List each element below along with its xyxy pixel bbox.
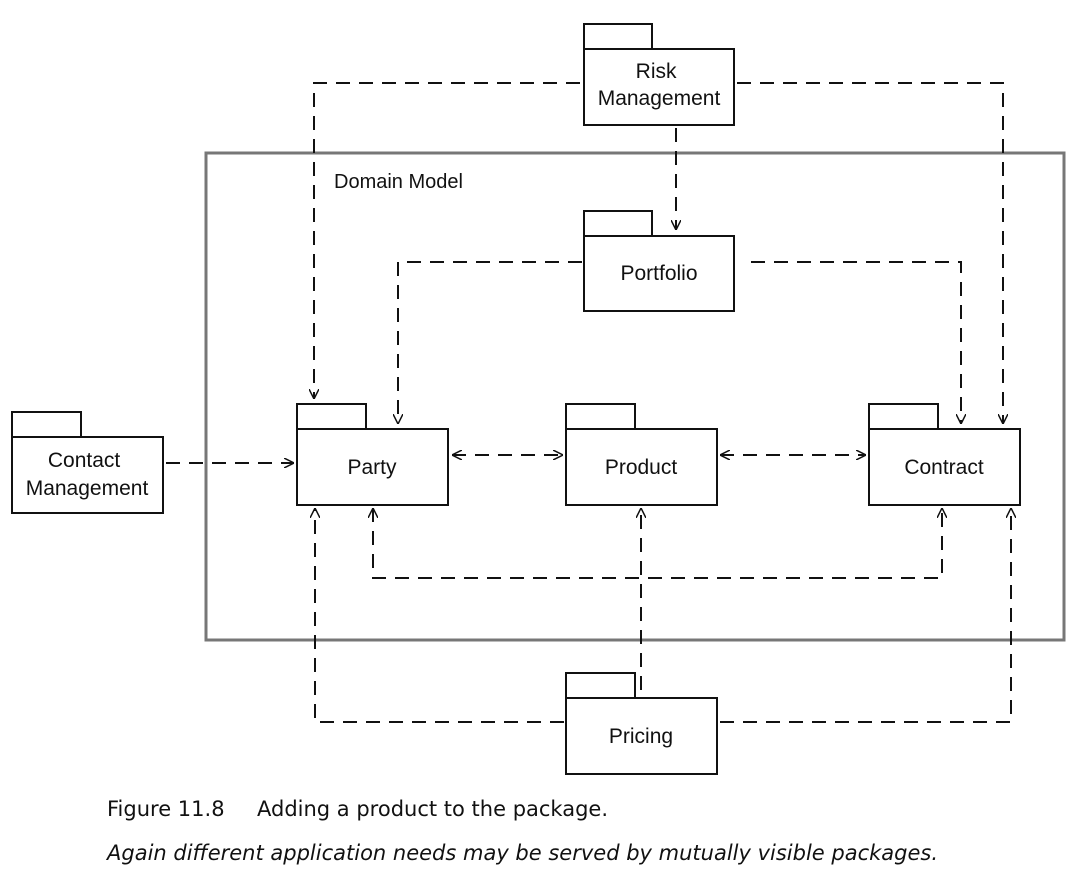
figure-subtitle: Again different application needs may be… — [107, 841, 939, 865]
package-body — [11, 436, 164, 514]
package-body — [296, 428, 449, 506]
dependency-pricing-to-contract — [720, 508, 1011, 723]
figure-number: Figure 11.8 — [107, 797, 225, 821]
package-portfolio[interactable]: Portfolio — [583, 210, 735, 312]
package-contract-label: Contract — [904, 456, 984, 479]
package-product[interactable]: Product — [565, 403, 718, 506]
package-tab — [868, 403, 939, 430]
package-risk-management[interactable]: Risk Management — [583, 23, 735, 126]
dependency-party-contract — [373, 508, 942, 579]
svg-text:Contact Management: Contact Management — [26, 449, 149, 500]
package-pricing[interactable]: Pricing — [565, 672, 718, 775]
package-body — [583, 48, 735, 126]
package-party[interactable]: Party — [296, 403, 449, 506]
dependency-pricing-to-party — [315, 508, 564, 723]
package-contract[interactable]: Contract — [868, 403, 1021, 506]
package-body — [583, 235, 735, 312]
package-tab — [565, 403, 636, 430]
figure-title: Adding a product to the package. — [257, 797, 609, 821]
package-product-label: Product — [605, 456, 678, 479]
domain-model-label: Domain Model — [334, 171, 463, 193]
package-party-label: Party — [347, 456, 397, 479]
domain-model-frame — [204, 151, 1066, 642]
package-risk-management-label-line1: Risk — [636, 60, 677, 83]
package-contact-management-label-line1: Contact — [48, 449, 121, 472]
package-tab — [11, 411, 82, 438]
package-body — [565, 697, 718, 775]
dependency-risk-to-contract — [737, 82, 1003, 424]
figure-caption: Figure 11.8 Adding a product to the packa… — [107, 797, 608, 821]
dependency-risk-to-party — [314, 82, 580, 399]
package-body — [868, 428, 1021, 506]
package-tab — [583, 23, 653, 50]
package-body — [565, 428, 718, 506]
package-contact-management[interactable]: Contact Management — [11, 411, 164, 514]
package-tab — [296, 403, 367, 430]
package-tab — [583, 210, 653, 237]
package-portfolio-label: Portfolio — [620, 262, 697, 285]
dependency-portfolio-to-party — [398, 261, 582, 424]
package-tab — [565, 672, 636, 699]
package-contact-management-label-line2: Management — [26, 477, 149, 500]
dependency-portfolio-to-contract — [751, 261, 961, 424]
package-pricing-label: Pricing — [609, 725, 673, 748]
dependency-lines — [166, 82, 1011, 723]
package-risk-management-label-line2: Management — [598, 87, 721, 110]
svg-text:Risk Management: Risk Management — [598, 60, 721, 110]
